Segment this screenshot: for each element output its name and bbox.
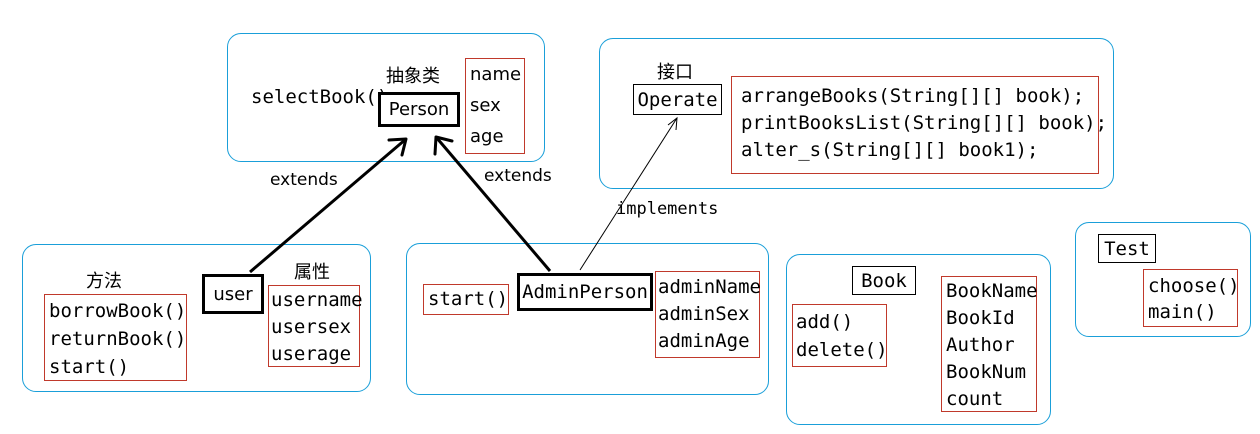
- test-method: main(): [1148, 301, 1217, 323]
- operate-class-name: Operate: [637, 88, 718, 111]
- book-class-box: Book: [852, 266, 916, 295]
- user-method: start(): [49, 356, 130, 378]
- book-methods-box: add() delete(): [792, 304, 888, 367]
- test-method: choose(): [1148, 275, 1240, 297]
- book-attribute: Author: [946, 334, 1015, 356]
- user-attribute: usersex: [271, 316, 352, 338]
- user-class-box: user: [202, 274, 264, 314]
- test-class-box: Test: [1098, 234, 1156, 263]
- book-attribute: count: [946, 388, 1004, 410]
- user-group: [22, 244, 371, 392]
- test-methods-box: choose() main(): [1143, 269, 1240, 327]
- book-attribute: BookNum: [946, 361, 1027, 383]
- book-group: [786, 254, 1051, 425]
- operate-method: printBooksList(String[][] book);: [741, 112, 1108, 134]
- admin-class-box: AdminPerson: [517, 273, 653, 311]
- person-stereotype: 抽象类: [386, 66, 440, 87]
- person-class-box: Person: [378, 92, 460, 127]
- admin-attribute: adminSex: [658, 303, 750, 325]
- user-attributes-label: 属性: [294, 262, 330, 283]
- book-attributes-box: BookName BookId Author BookNum count: [941, 276, 1038, 412]
- person-class-name: Person: [388, 99, 450, 120]
- person-attribute: age: [470, 126, 504, 147]
- user-class-name: user: [213, 283, 253, 305]
- user-attribute: username: [271, 289, 363, 311]
- person-attributes-box: name sex age: [465, 58, 525, 154]
- admin-attribute: adminName: [658, 276, 761, 298]
- admin-implements-label: implements: [616, 199, 719, 219]
- person-attribute: sex: [470, 95, 501, 116]
- operate-method: arrangeBooks(String[][] book);: [741, 85, 1085, 107]
- user-attribute: userage: [271, 343, 352, 365]
- admin-class-name: AdminPerson: [522, 281, 648, 303]
- admin-methods-box: start(): [423, 284, 509, 315]
- test-class-name: Test: [1104, 237, 1150, 260]
- admin-attributes-box: adminName adminSex adminAge: [655, 271, 761, 358]
- user-methods-label: 方法: [86, 271, 122, 292]
- user-extends-label: extends: [270, 170, 338, 190]
- operate-methods-box: arrangeBooks(String[][] book); printBook…: [731, 76, 1108, 174]
- test-group: [1075, 222, 1251, 337]
- operate-stereotype: 接口: [657, 62, 693, 83]
- admin-extends-label: extends: [484, 166, 552, 186]
- book-attribute: BookId: [946, 307, 1015, 329]
- book-attribute: BookName: [946, 280, 1038, 302]
- person-method: selectBook(): [251, 86, 389, 108]
- person-attribute: name: [470, 64, 522, 85]
- operate-class-box: Operate: [633, 84, 722, 115]
- user-attributes-box: username usersex userage: [268, 285, 363, 367]
- user-method: borrowBook(): [49, 300, 187, 322]
- book-method: delete(): [796, 339, 888, 361]
- user-methods-box: borrowBook() returnBook() start(): [44, 294, 187, 381]
- operate-method: alter_s(String[][] book1);: [741, 139, 1039, 161]
- book-class-name: Book: [861, 269, 907, 292]
- admin-attribute: adminAge: [658, 330, 750, 352]
- operate-group: [599, 38, 1114, 189]
- admin-method: start(): [428, 288, 509, 310]
- book-method: add(): [796, 311, 854, 333]
- user-method: returnBook(): [49, 328, 187, 350]
